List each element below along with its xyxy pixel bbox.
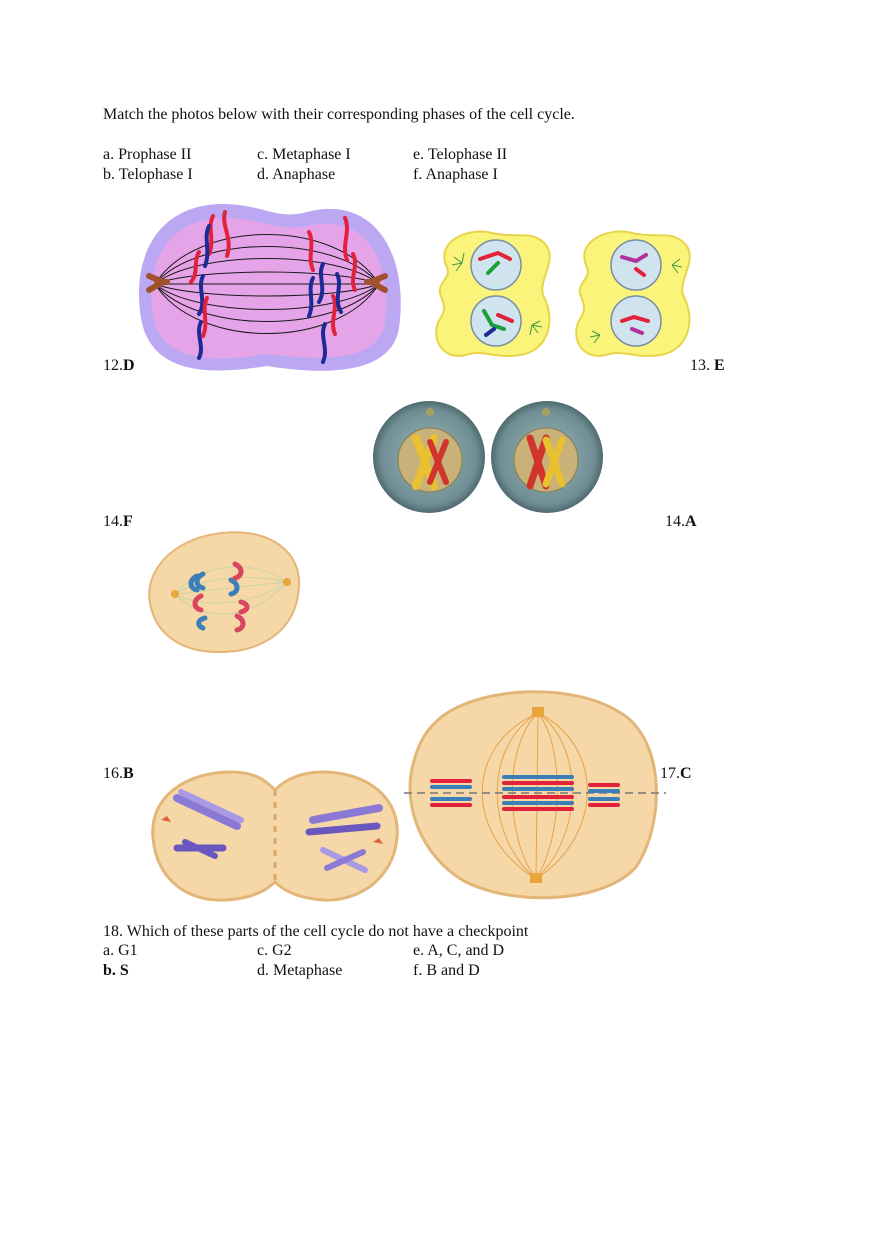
q18-option-c: c. G2 — [257, 942, 292, 959]
anaphase-cell-image — [138, 203, 401, 371]
answer-13: 13. E — [690, 357, 725, 374]
option-b: b. Telophase I — [103, 166, 193, 183]
anaphase-i-cell-image — [148, 531, 301, 654]
prophase-ii-cells-image — [373, 401, 603, 513]
q18-option-d: d. Metaphase — [257, 962, 343, 979]
answer-14-f: 14.F — [103, 513, 133, 530]
metaphase-i-cell-image — [404, 690, 666, 900]
answer-17: 17.C — [660, 765, 692, 782]
q18-option-f: f. B and D — [413, 962, 480, 979]
option-a: a. Prophase II — [103, 146, 192, 163]
answer-12: 12.D — [103, 357, 135, 374]
option-e: e. Telophase II — [413, 146, 508, 163]
q18-option-e: e. A, C, and D — [413, 942, 505, 959]
answer-16: 16.B — [103, 765, 134, 782]
answer-14-a: 14.A — [665, 513, 697, 530]
telophase-i-cell-image — [151, 770, 399, 902]
telophase-ii-cells-image — [435, 230, 691, 357]
option-d: d. Anaphase — [257, 166, 336, 183]
option-c: c. Metaphase I — [257, 146, 351, 163]
q18-option-b-selected: b. S — [103, 962, 129, 979]
option-f: f. Anaphase I — [413, 166, 498, 183]
question-18-prompt: 18. Which of these parts of the cell cyc… — [103, 923, 529, 940]
q18-option-a: a. G1 — [103, 942, 138, 959]
intro-text: Match the photos below with their corres… — [103, 106, 575, 123]
